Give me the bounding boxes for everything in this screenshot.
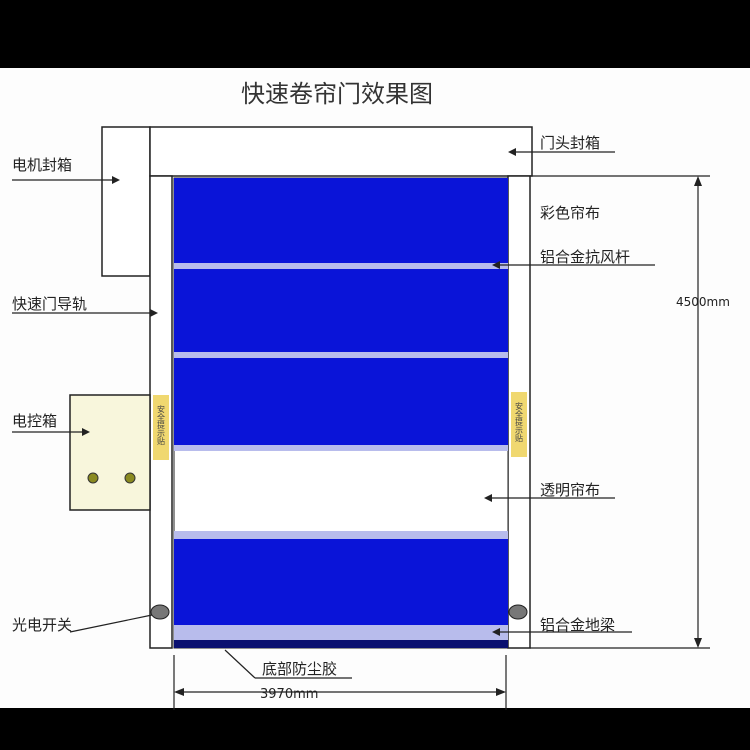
- motor-box: [101, 126, 151, 277]
- safety-sticker-text: 安全提示贴: [515, 401, 524, 443]
- curtain: [173, 177, 509, 649]
- label-guide-rail: 快速门导轨: [12, 295, 87, 313]
- label-dust-seal: 底部防尘胶: [262, 660, 337, 678]
- safety-sticker-right: [511, 392, 527, 457]
- photo-sensor-icon: [508, 604, 528, 620]
- label-photo-switch: 光电开关: [12, 616, 72, 634]
- width-dimension: 3970mm: [260, 687, 318, 702]
- height-dimension: 4500mm: [676, 295, 730, 309]
- label-control-box: 电控箱: [12, 412, 57, 430]
- wind-bar: [174, 445, 508, 451]
- photo-sensor-icon: [150, 604, 170, 620]
- control-button-icon: [87, 472, 99, 484]
- label-motor-box: 电机封箱: [12, 156, 72, 174]
- control-box: [69, 394, 151, 511]
- safety-sticker-left: [153, 395, 169, 460]
- wind-bar: [174, 263, 508, 269]
- head-box: [149, 126, 533, 177]
- control-button-icon: [124, 472, 136, 484]
- safety-sticker-text: 安全提示贴: [157, 404, 166, 446]
- label-transparent-curtain: 透明帘布: [540, 481, 600, 499]
- wind-bar: [174, 352, 508, 358]
- label-head-box: 门头封箱: [540, 134, 600, 152]
- dust-seal: [174, 640, 508, 648]
- label-color-curtain: 彩色帘布: [540, 204, 600, 222]
- diagram-title: 快速卷帘门效果图: [241, 80, 433, 108]
- bottom-beam: [174, 625, 508, 640]
- label-bottom-beam: 铝合金地梁: [540, 616, 615, 634]
- label-wind-bar: 铝合金抗风杆: [540, 248, 630, 266]
